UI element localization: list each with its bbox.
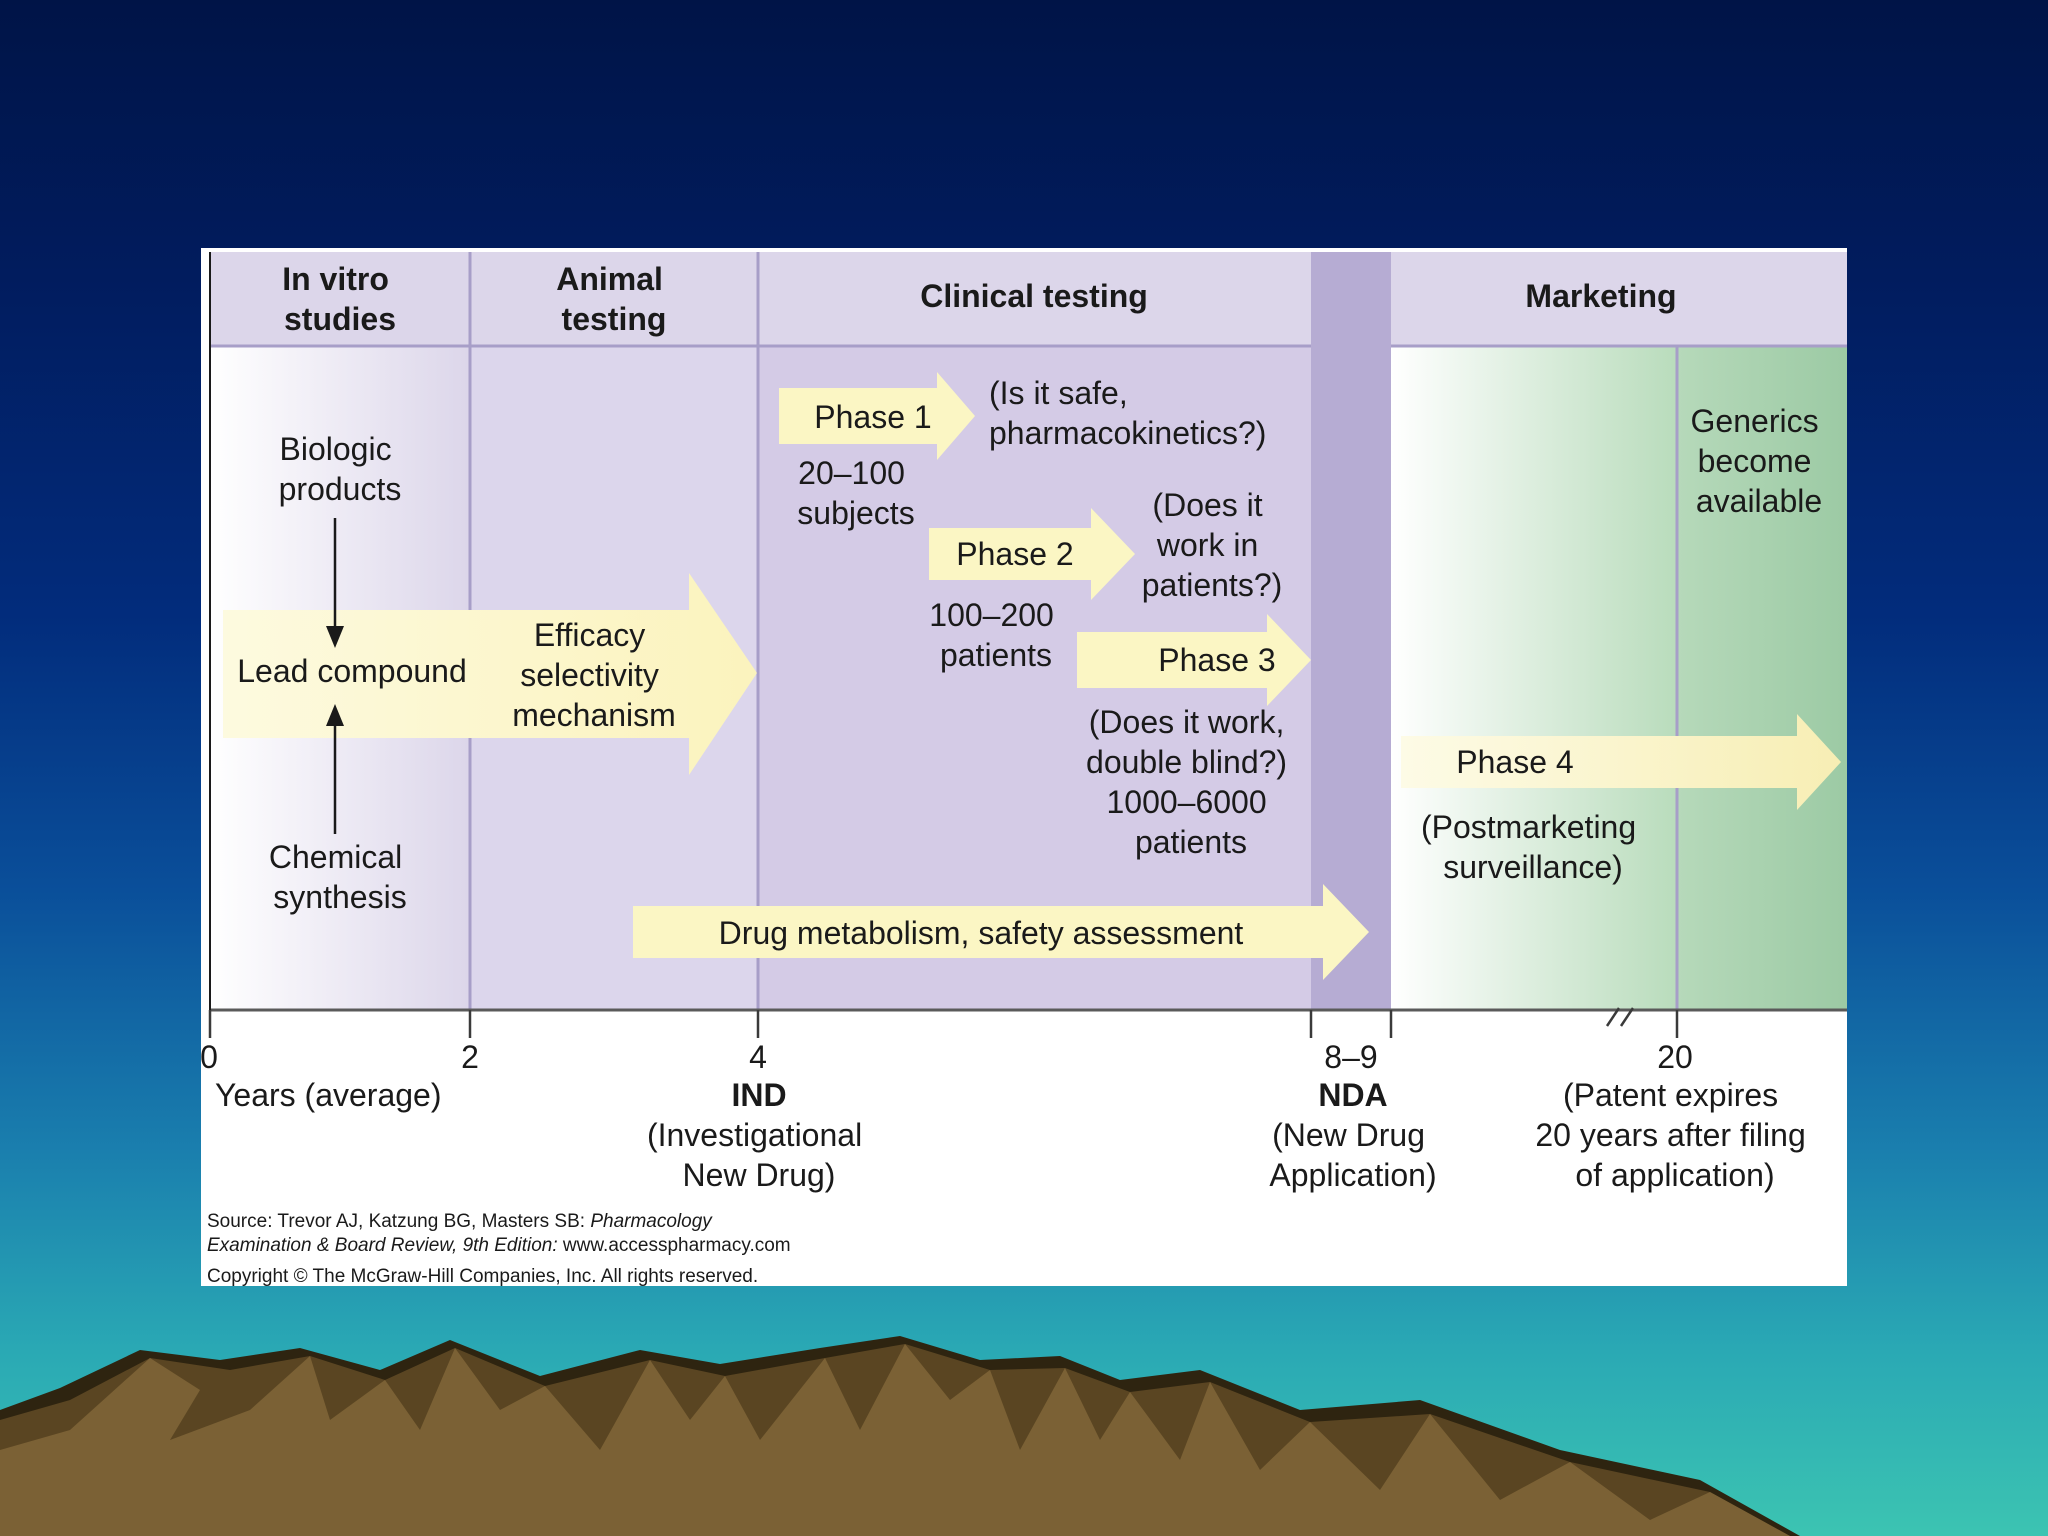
tick-label-4: 4 (749, 1039, 767, 1075)
header-clinical-bg (758, 252, 1311, 346)
phase2-subjects: 100–200 patients (929, 597, 1062, 673)
ind-label: IND (731, 1077, 786, 1113)
header-in-vitro: In vitro studies (282, 261, 398, 337)
axis-break-icon (1605, 1007, 1635, 1027)
arrow-head-up (326, 704, 344, 726)
arrow-head-down (326, 626, 344, 648)
phase1-subjects: 20–100 subjects (797, 455, 914, 531)
diagram-canvas: In vitro studies Animal testing Clinical… (201, 252, 1847, 1286)
header-animal-bg (470, 252, 758, 346)
header-in-vitro-bg (210, 252, 470, 346)
efficacy-label: Efficacy selectivity mechanism (512, 617, 676, 733)
phase2-label: Phase 2 (956, 536, 1073, 572)
nda-band (1311, 252, 1391, 1010)
tick-label-20: 20 (1657, 1039, 1693, 1075)
phase1-label: Phase 1 (814, 399, 931, 435)
nda-label: NDA (1318, 1077, 1387, 1113)
phase3-question: (Does it work, double blind?) 1000–6000 … (1086, 704, 1296, 860)
drug-development-diagram: In vitro studies Animal testing Clinical… (201, 248, 1847, 1286)
drug-metabolism-arrow (633, 884, 1369, 980)
drug-metabolism-label: Drug metabolism, safety assessment (719, 915, 1244, 951)
header-marketing-bg (1391, 252, 1847, 346)
tick-label-8-9: 8–9 (1324, 1039, 1377, 1075)
efficacy-arrow (223, 573, 757, 775)
phase2-question: (Does it work in patients?) (1142, 487, 1283, 603)
copyright-line: Copyright © The McGraw-Hill Companies, I… (207, 1266, 758, 1286)
generics-column (1677, 346, 1847, 1010)
source-line-2: Examination & Board Review, 9th Edition:… (207, 1235, 791, 1256)
tick-label-0: 0 (201, 1039, 218, 1075)
axis-ticks (208, 1010, 1679, 1038)
tick-label-2: 2 (461, 1039, 479, 1075)
phase1-arrow (779, 372, 975, 460)
marketing-column (1391, 346, 1677, 1010)
generics-label: Generics become available (1691, 403, 1828, 519)
ind-description: (Investigational New Drug) (647, 1117, 871, 1193)
phase4-question: (Postmarketing surveillance) (1421, 809, 1645, 885)
phase4-label: Phase 4 (1456, 744, 1573, 780)
phase2-arrow (929, 508, 1135, 600)
header-animal: Animal testing (556, 261, 672, 337)
phase3-arrow (1077, 614, 1311, 706)
patent-description: (Patent expires 20 years after filing of… (1535, 1077, 1814, 1193)
source-line-1: Source: Trevor AJ, Katzung BG, Masters S… (207, 1211, 713, 1232)
mountain-range (0, 1336, 1800, 1536)
lead-compound-label: Lead compound (237, 653, 467, 689)
phase4-arrow (1401, 714, 1841, 810)
chemical-synthesis-label: Chemical synthesis (269, 839, 411, 915)
nda-description: (New Drug Application) (1269, 1117, 1436, 1193)
biologic-products-label: Biologic products (279, 431, 402, 507)
phase1-question: (Is it safe, pharmacokinetics?) (989, 375, 1266, 451)
header-marketing: Marketing (1525, 278, 1676, 314)
mountain-highlight (0, 1344, 1790, 1536)
header-clinical: Clinical testing (920, 278, 1148, 314)
years-average-label: Years (average) (215, 1077, 442, 1113)
phase3-label: Phase 3 (1158, 642, 1275, 678)
